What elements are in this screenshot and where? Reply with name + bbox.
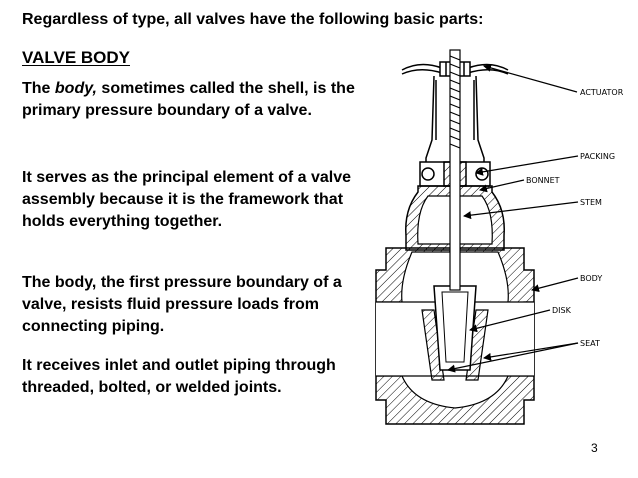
paragraph-text: The — [22, 80, 55, 97]
label-stem: STEM — [580, 198, 602, 207]
label-disk: DISK — [552, 306, 572, 315]
seat-left — [421, 309, 445, 381]
paragraph-framework: It serves as the principal element of a … — [22, 169, 352, 230]
slide-heading: Regardless of type, all valves have the … — [22, 11, 484, 28]
paragraph-piping-joints: It receives inlet and outlet piping thro… — [22, 357, 336, 396]
gate-disk — [433, 285, 477, 371]
gate-valve-diagram: ACTUATOR PACKING BONNET STEM BODY DISK S… — [375, 49, 624, 425]
label-bonnet: BONNET — [526, 176, 560, 185]
section-title: VALVE BODY — [22, 48, 130, 67]
emphasis-body: body, — [54, 80, 97, 97]
paragraph-body-definition: The body, sometimes called the shell, is… — [22, 78, 357, 122]
page-number: 3 — [591, 441, 598, 455]
paragraph-pressure-boundary: The body, the first pressure boundary of… — [22, 274, 342, 335]
label-seat: SEAT — [580, 339, 600, 348]
paragraph-text: sometimes called the shell, is the prima… — [22, 80, 355, 119]
leader-lines — [447, 64, 579, 373]
label-body: BODY — [580, 274, 602, 283]
stem — [449, 49, 461, 291]
label-actuator: ACTUATOR — [580, 88, 624, 97]
label-packing: PACKING — [580, 152, 615, 161]
